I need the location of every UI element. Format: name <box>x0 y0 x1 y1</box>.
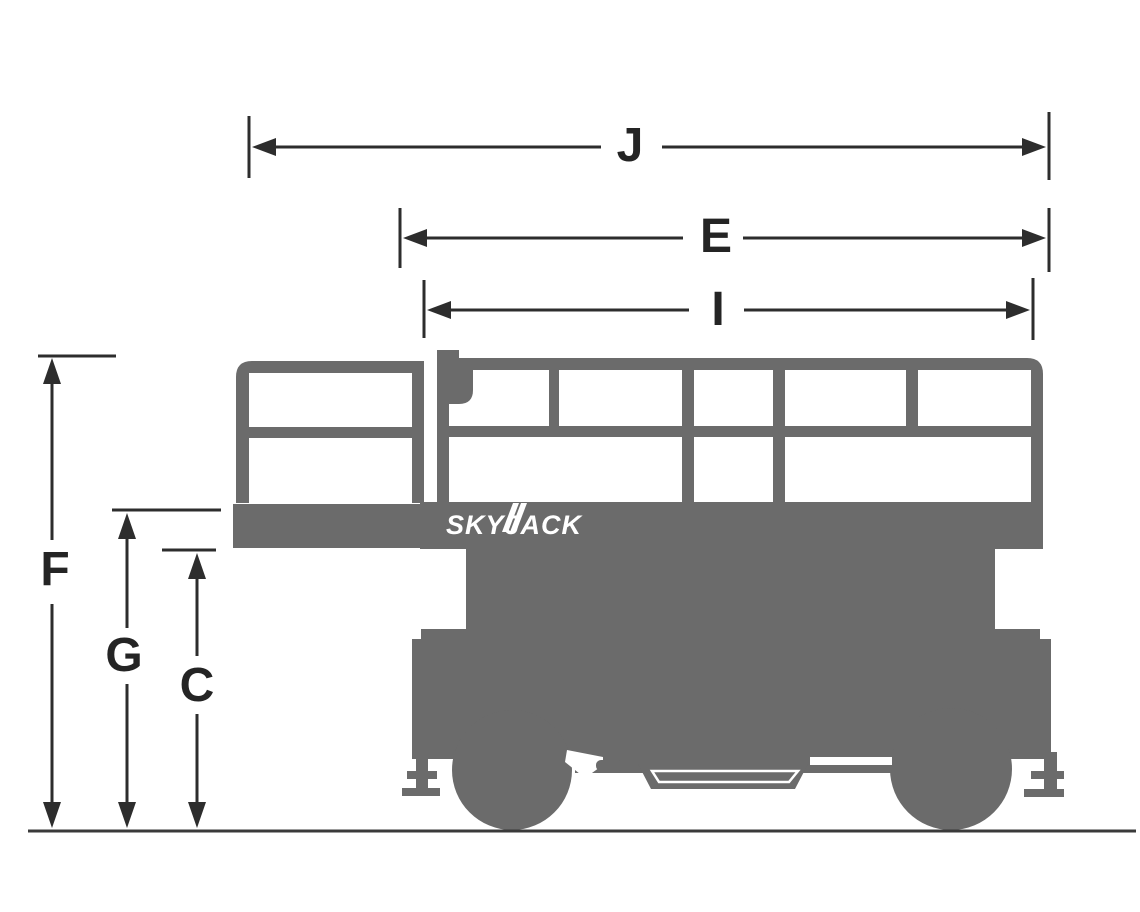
dimension-f-arrow-up <box>43 358 61 384</box>
dimension-g-arrow-up <box>118 513 136 539</box>
pothole-guard-outline <box>649 769 801 784</box>
pothole-guard-plate <box>638 764 808 789</box>
left-leveling-jack <box>402 752 440 796</box>
dimension-e <box>398 208 1051 272</box>
dimension-c-arrow-down <box>188 802 206 828</box>
dimension-f-arrow-down <box>43 802 61 828</box>
logo-slash-1 <box>502 503 519 532</box>
dimension-j <box>247 112 1051 180</box>
dimension-g <box>112 508 221 828</box>
rail-post-3 <box>773 368 785 504</box>
extension-deck-floor <box>233 504 424 548</box>
rail-post-2 <box>682 368 694 504</box>
right-leveling-jack <box>1024 752 1064 797</box>
gate-post <box>437 350 449 502</box>
dimension-g-label: G <box>105 629 143 682</box>
dimension-c-arrow-up <box>188 553 206 579</box>
left-jack-crossbar <box>407 771 437 779</box>
dimension-i-label: I <box>711 283 725 336</box>
dimension-f-label: F <box>40 543 70 596</box>
rear-wheel <box>890 708 1012 830</box>
dimension-f <box>38 354 116 828</box>
extension-mid-rail <box>236 427 424 438</box>
right-jack-foot <box>1024 789 1064 797</box>
dimension-c <box>162 548 216 828</box>
dimension-i <box>422 278 1035 340</box>
dimension-g-arrow-down <box>118 802 136 828</box>
dimension-i-arrow-left <box>427 301 451 319</box>
chassis-top-lip <box>421 629 1040 641</box>
rail-post-4 <box>906 368 918 428</box>
dimension-i-arrow-right <box>1006 301 1030 319</box>
main-platform-guardrail <box>437 350 1043 504</box>
scissor-stack <box>466 549 995 631</box>
left-jack-foot <box>402 788 440 796</box>
dimension-e-arrow-left <box>403 229 427 247</box>
extension-deck-guardrail <box>233 361 424 548</box>
dimension-j-arrow-right <box>1022 138 1046 156</box>
dimension-c-label: C <box>179 659 215 712</box>
front-axle-gap <box>565 750 603 778</box>
scissor-lift-silhouette: SKYJACK <box>233 350 1064 830</box>
right-jack-crossbar <box>1031 771 1064 779</box>
dimension-e-label: E <box>699 210 733 263</box>
dimension-j-arrow-left <box>252 138 276 156</box>
dimension-e-arrow-right <box>1022 229 1046 247</box>
rear-underside-slot <box>810 757 892 765</box>
underside-tongue <box>596 760 624 771</box>
dimension-j-label: J <box>616 119 644 172</box>
main-mid-rail <box>449 426 1043 437</box>
front-wheel <box>452 710 572 830</box>
rail-post-1 <box>549 368 559 428</box>
logo-slash-2 <box>510 503 527 532</box>
